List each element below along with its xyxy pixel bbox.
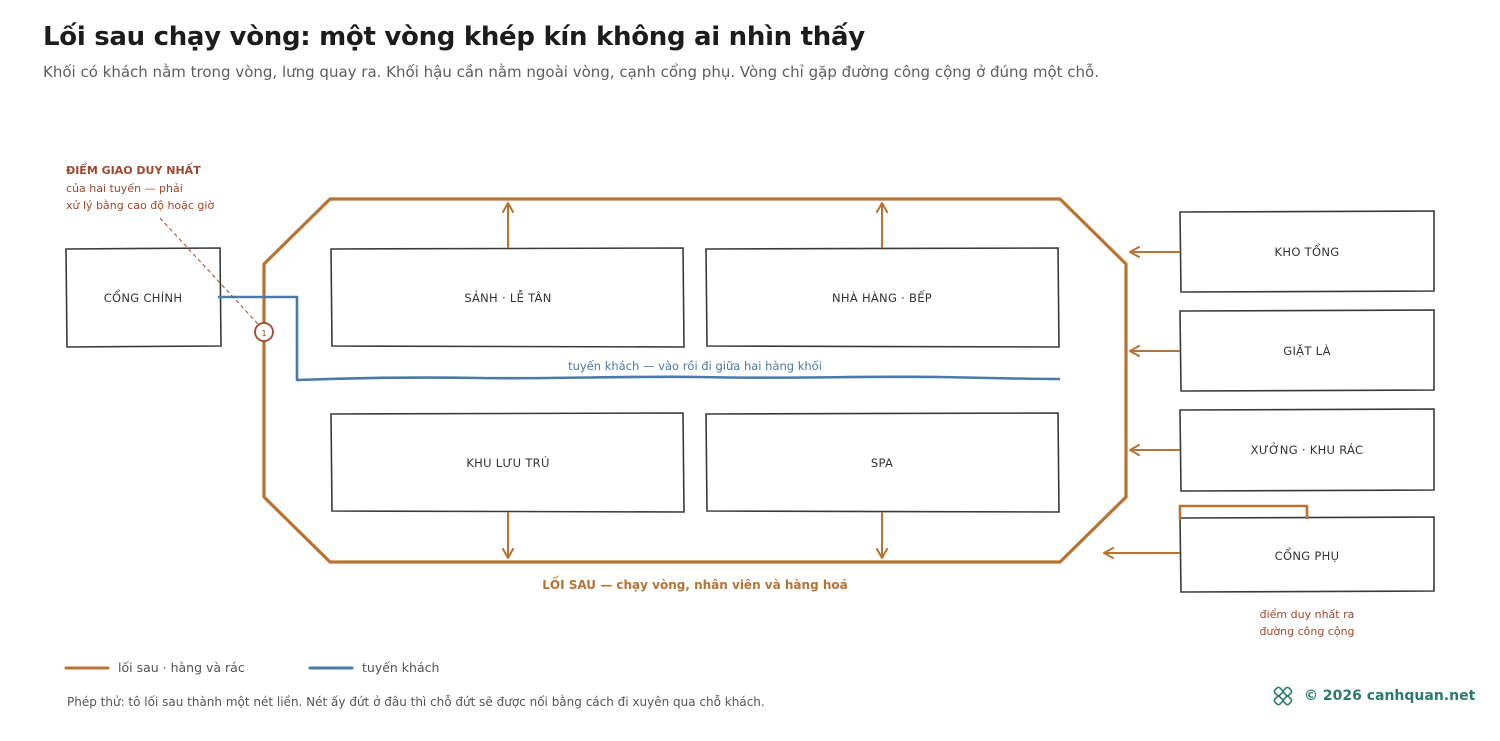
legend-guest-label: tuyến khách — [362, 660, 439, 675]
crossing-note-line1: của hai tuyến — phải — [66, 182, 183, 195]
knot-logo-icon — [1272, 686, 1294, 706]
guest-route-label: tuyến khách — vào rồi đi giữa hai hàng k… — [568, 359, 822, 373]
crossing-marker-number: 1 — [261, 329, 266, 338]
page-title: Lối sau chạy vòng: một vòng khép kín khô… — [43, 22, 865, 52]
public-note-line2: đường công cộng — [1259, 625, 1354, 638]
block-lodging: KHU LƯU TRÚ — [330, 412, 685, 513]
block-spa-label: SPA — [871, 456, 893, 470]
crossing-note-title: ĐIỂM GIAO DUY NHẤT — [66, 162, 201, 177]
block-workshop-label: XƯỞNG · KHU RÁC — [1251, 441, 1364, 457]
main-gate-block: CỔNG CHÍNH — [65, 247, 222, 348]
block-lobby-label: SẢNH · LỄ TÂN — [464, 289, 551, 305]
crossing-note-line2: xử lý bằng cao độ hoặc giờ — [66, 199, 214, 212]
service-gate-opening — [1178, 504, 1309, 520]
service-loop-label: LỐI SAU — chạy vòng, nhân viên và hàng h… — [542, 575, 847, 592]
block-service-gate-label: CỔNG PHỤ — [1275, 547, 1340, 563]
footnote: Phép thử: tô lối sau thành một nét liền.… — [67, 695, 765, 709]
block-laundry-label: GIẶT LÀ — [1283, 343, 1331, 358]
block-lobby: SẢNH · LỄ TÂN — [330, 247, 685, 348]
block-warehouse: KHO TỔNG — [1179, 210, 1435, 293]
block-laundry: GIẶT LÀ — [1179, 309, 1435, 392]
public-note-line1: điểm duy nhất ra — [1260, 608, 1355, 621]
brand-text[interactable]: © 2026 canhquan.net — [1304, 688, 1476, 704]
crossing-marker: 1 — [254, 322, 274, 342]
block-restaurant: NHÀ HÀNG · BẾP — [705, 247, 1060, 348]
block-service-gate: CỔNG PHỤ — [1179, 516, 1435, 593]
crossing-leader-line — [159, 217, 259, 325]
brand[interactable]: © 2026 canhquan.net — [1272, 686, 1475, 706]
legend: lối sau · hàng và rác tuyến khách — [64, 660, 439, 675]
block-lodging-label: KHU LƯU TRÚ — [466, 455, 549, 470]
legend-service-label: lối sau · hàng và rác — [118, 660, 245, 675]
main-gate-label: CỔNG CHÍNH — [104, 289, 183, 305]
block-warehouse-label: KHO TỔNG — [1275, 243, 1340, 259]
block-workshop: XƯỞNG · KHU RÁC — [1179, 408, 1435, 492]
guest-route — [218, 295, 1061, 382]
block-restaurant-label: NHÀ HÀNG · BẾP — [832, 289, 932, 305]
page-subtitle: Khối có khách nằm trong vòng, lưng quay … — [43, 63, 1099, 81]
block-spa: SPA — [705, 412, 1060, 513]
